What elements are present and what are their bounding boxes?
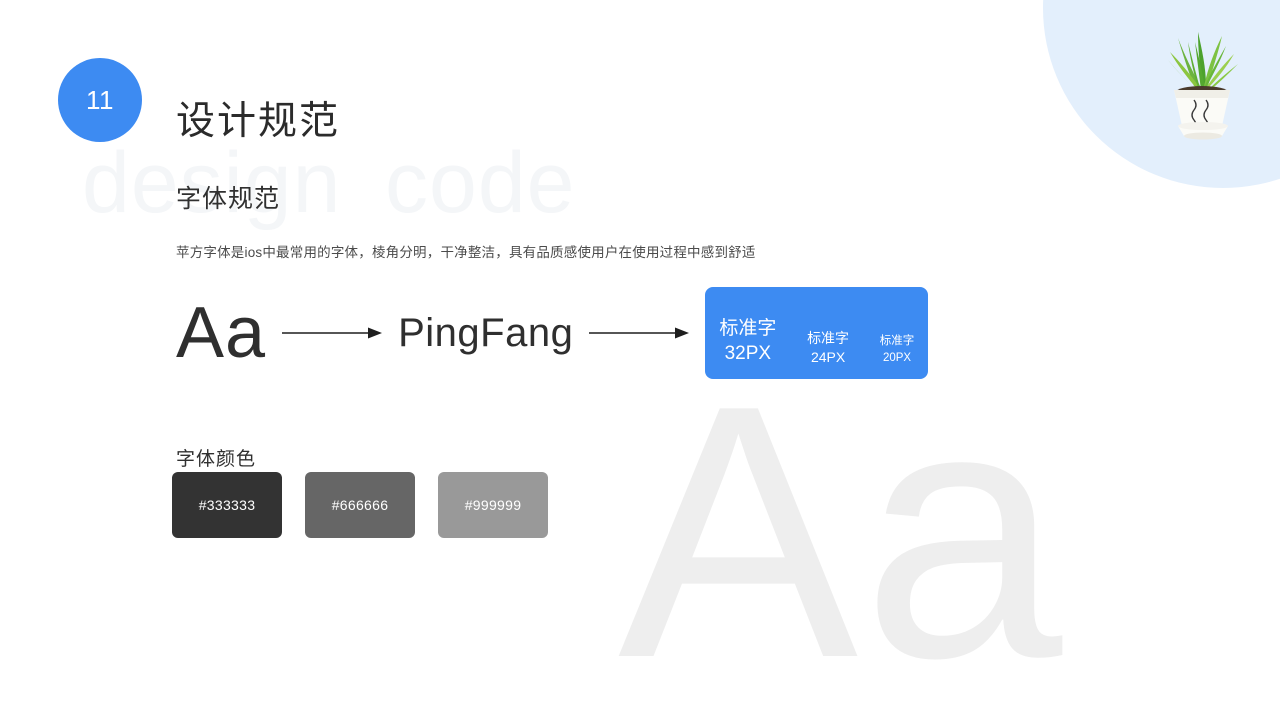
page-number-label: 11 <box>86 84 114 115</box>
color-section-title: 字体颜色 <box>176 449 257 470</box>
type-specimen: 标准字 20PX <box>880 335 915 365</box>
color-swatch: #333333 <box>172 472 282 538</box>
specimen-label: 标准字 <box>807 329 850 346</box>
color-swatch-label: #333333 <box>198 497 256 513</box>
color-swatch-label: #666666 <box>331 497 389 513</box>
specimen-size: 20PX <box>882 352 912 365</box>
arrow-right-icon <box>282 327 383 339</box>
page-number-badge: 11 <box>58 58 142 142</box>
font-family-name: PingFang <box>398 311 574 355</box>
specimen-label: 标准字 <box>879 335 915 348</box>
color-swatch: #666666 <box>305 472 415 538</box>
watermark-code: code <box>385 135 576 231</box>
type-specimen: 标准字 32PX <box>719 318 776 365</box>
specimen-size: 32PX <box>724 343 772 365</box>
specimen-label: 标准字 <box>719 318 777 340</box>
potted-plant-icon <box>1168 32 1238 140</box>
arrow-right-icon-2 <box>589 327 690 339</box>
color-swatch-label: #999999 <box>464 497 522 513</box>
watermark-large-aa: Aa <box>618 331 1067 720</box>
section-title: 字体规范 <box>176 184 281 213</box>
font-flow-row: Aa PingFang 标准字 32PX 标准字 24PX 标准字 20PX <box>176 283 929 383</box>
specimen-size: 24PX <box>810 348 846 365</box>
section-description: 苹方字体是ios中最常用的字体，棱角分明，干净整洁，具有品质感使用户在使用过程中… <box>176 244 756 260</box>
type-specimen: 标准字 24PX <box>807 330 849 365</box>
type-scale-card: 标准字 32PX 标准字 24PX 标准字 20PX <box>705 287 929 379</box>
color-swatch: #999999 <box>438 472 548 538</box>
font-sample-glyphs: Aa <box>176 293 267 373</box>
color-swatch-row: #333333 #666666 #999999 <box>172 472 548 538</box>
page-title: 设计规范 <box>176 100 341 144</box>
